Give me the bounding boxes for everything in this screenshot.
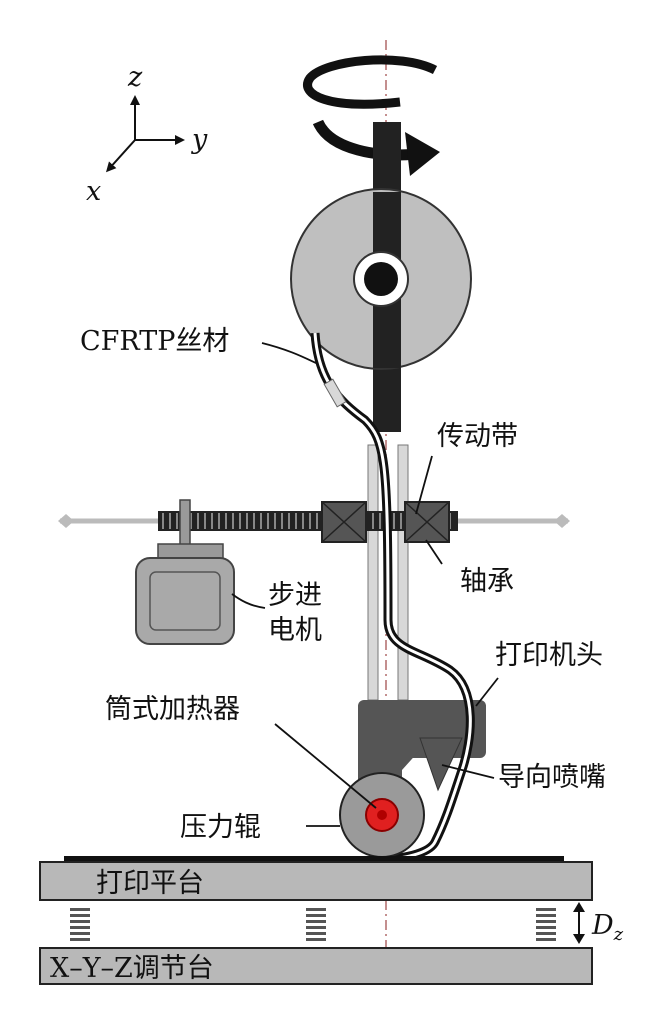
label-stage: X–Y–Z调节台 [50,953,214,984]
print-platform [39,856,593,901]
stepper-motor [135,499,235,645]
spring-2 [306,908,326,941]
axis-y-label: y [191,124,208,155]
guide-tube-right [397,444,409,701]
dz-double-arrow-icon [573,902,585,944]
spring-1 [70,908,90,941]
label-dz: Dz [591,910,624,945]
label-motor-line1: 步进 [268,580,322,611]
filament-guide-clip [323,378,347,408]
label-roller: 压力辊 [180,812,261,843]
filament-spool [290,188,472,370]
leader-lines [231,342,499,827]
springs-group [70,908,556,941]
label-dz-sub: z [613,924,624,945]
label-filament: CFRTP丝材 [80,326,229,357]
label-nozzle: 导向喷嘴 [498,762,606,793]
label-motor-line2: 电机 [268,615,322,646]
label-heater: 筒式加热器 [105,694,240,725]
bearing-right [404,501,450,543]
rotation-arrow-icon [303,55,440,176]
bearing-left [321,501,367,543]
coordinate-axes: z y x [86,62,208,207]
label-platform: 打印平台 [96,868,204,899]
label-belt: 传动带 [437,421,518,452]
guide-tube-left [367,444,379,701]
axis-x-label: x [86,176,101,207]
label-dz-main: D [591,910,614,941]
spring-3 [536,908,556,941]
xyz-stage [39,947,593,985]
axis-z-label: z [127,62,143,93]
label-print-head: 打印机头 [495,640,603,671]
pressure-roller [339,772,425,858]
label-bearing: 轴承 [460,566,514,597]
belt-rail [58,511,570,531]
